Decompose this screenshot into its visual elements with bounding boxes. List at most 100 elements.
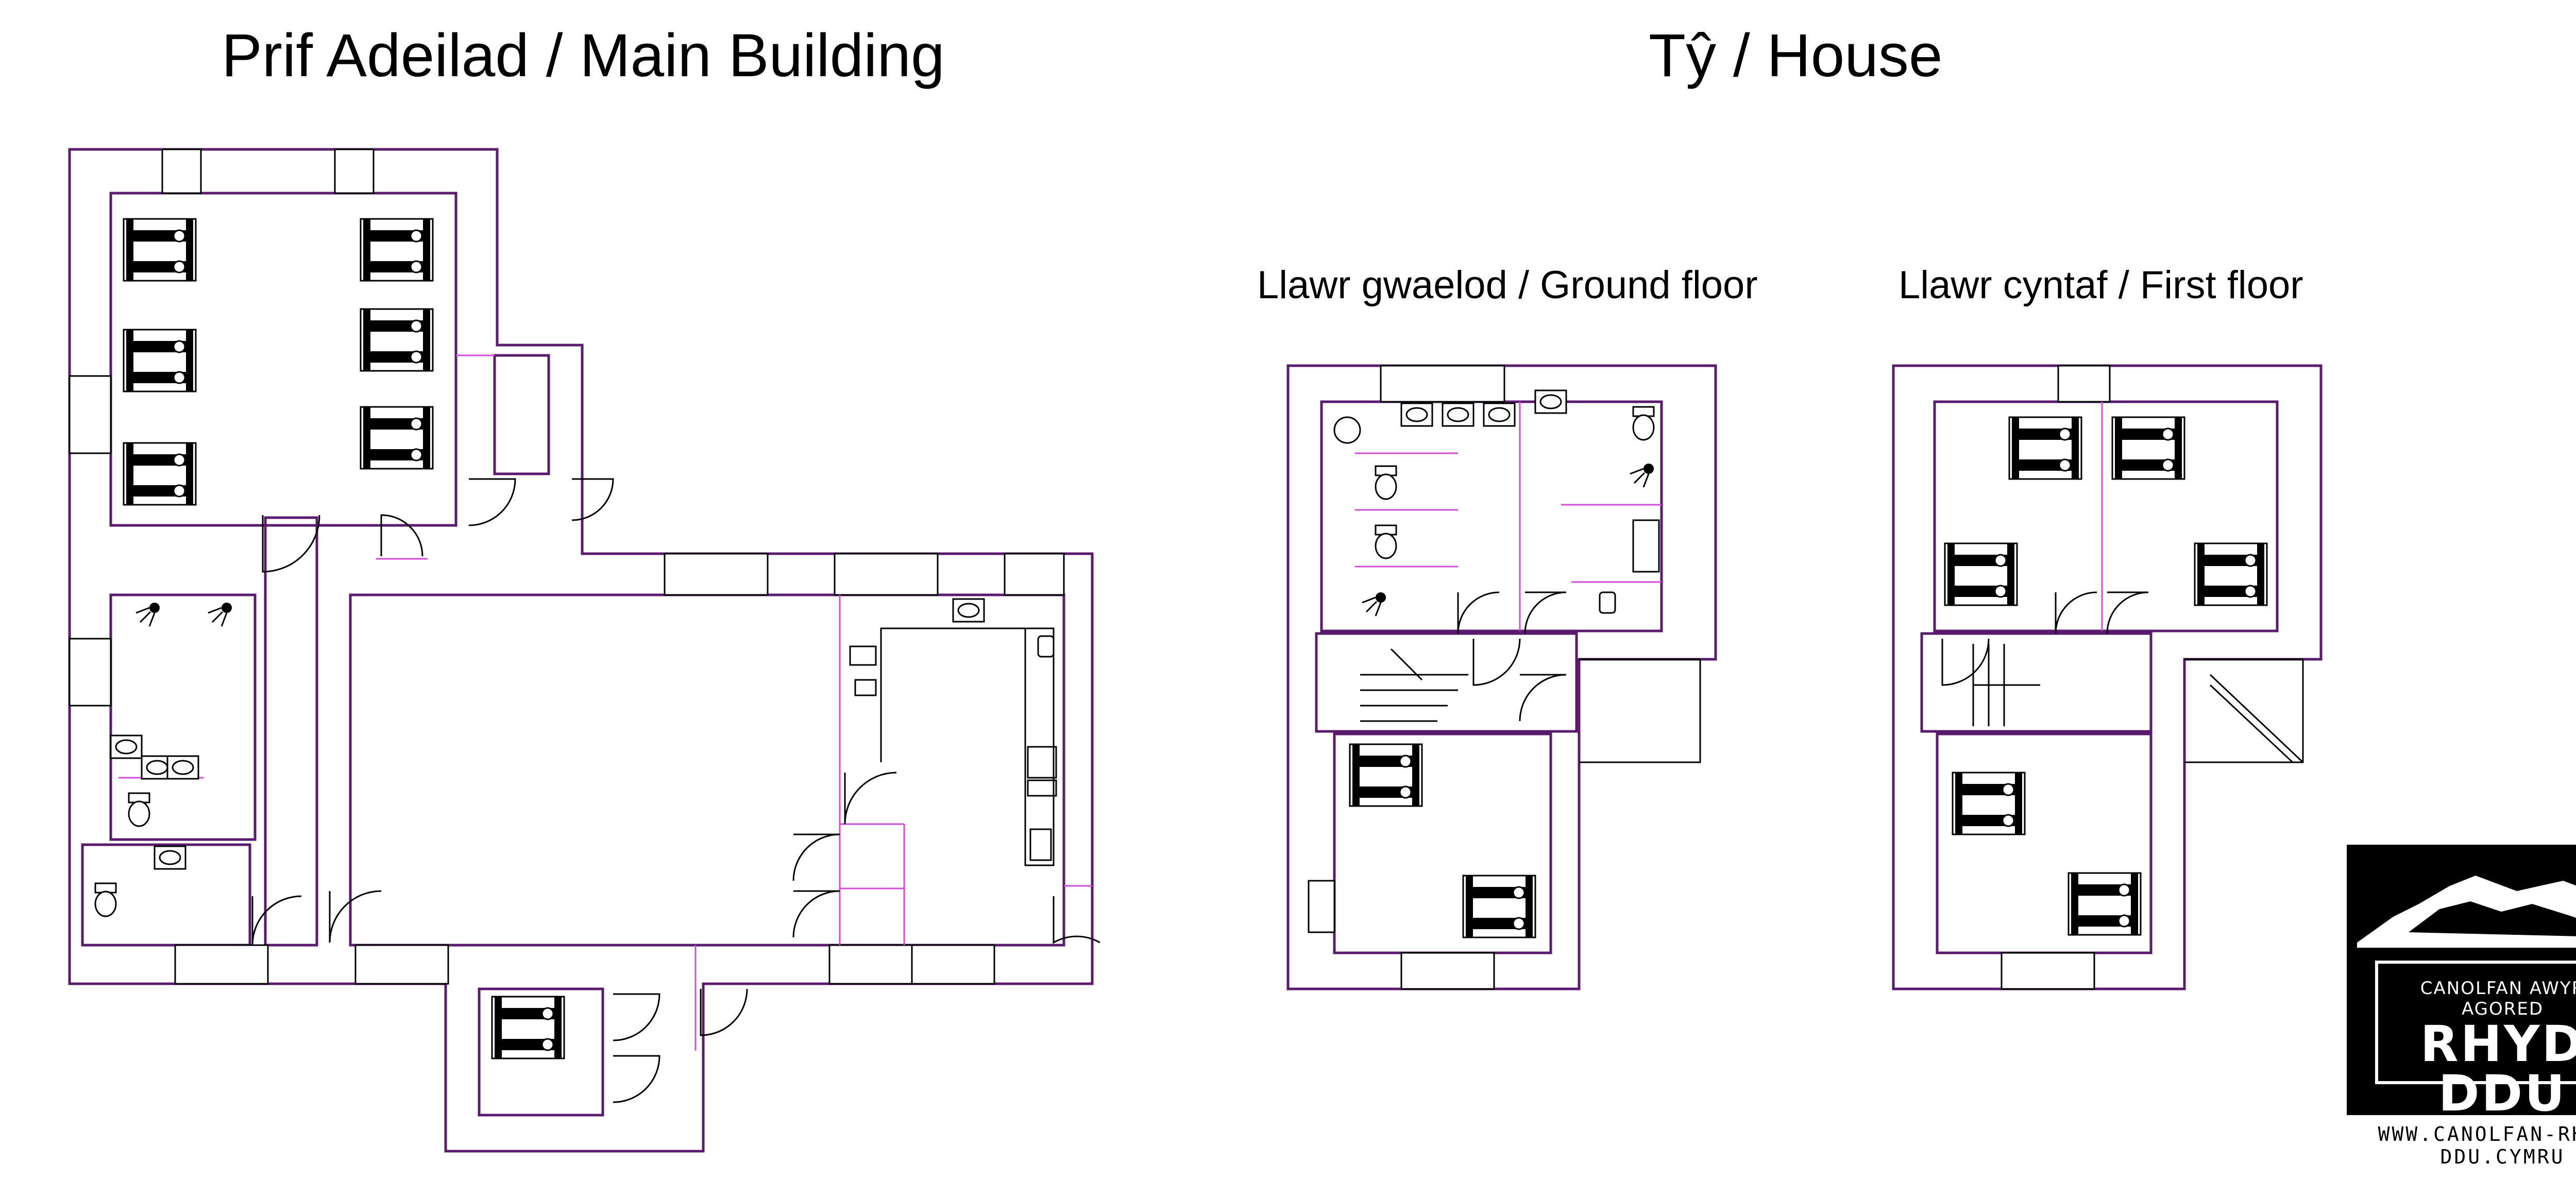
first-inner-wall [1933, 400, 2279, 632]
annex-inner-wall [478, 987, 604, 1117]
bunk-bed-icon [2194, 542, 2268, 606]
first-roof-outline [2184, 658, 2304, 763]
window [1380, 365, 1505, 403]
door-swing-icon [2055, 591, 2097, 634]
mountain-icon [2357, 876, 2576, 948]
logo-line-2: RHYD DDU [2420, 1015, 2576, 1122]
sink-icon [1632, 519, 1660, 573]
sink-icon [1483, 402, 1516, 427]
staircase-icon [1360, 648, 1468, 722]
sink-icon [110, 734, 143, 759]
window [834, 553, 939, 596]
sink-icon [1534, 389, 1567, 414]
logo-line-3: OUTDOOR CENTRE [2413, 1118, 2576, 1138]
bunk-bed-icon [1462, 875, 1536, 938]
ground-inner-wall [1320, 400, 1663, 632]
door-swing-icon [251, 895, 302, 946]
website-url[interactable]: WWW.CANOLFAN-RHYD-DDU.CYMRU [2378, 1123, 2576, 1168]
rhyd-ddu-logo: CANOLFAN AWYR AGORED RHYD DDU OUTDOOR CE… [2347, 845, 2576, 1138]
hob-icon [1027, 779, 1057, 797]
door-swing-icon [468, 478, 516, 526]
door-swing-icon [844, 772, 897, 825]
skylight [2209, 684, 2294, 763]
bunk-bed-icon [360, 308, 434, 372]
sink-icon [154, 845, 187, 870]
door-swing-icon [792, 890, 840, 938]
corridor-wall [264, 516, 318, 947]
hall-inner-wall [349, 593, 1065, 947]
bunk-bed-icon [360, 406, 434, 470]
first-bedroom-wall [1936, 732, 2153, 954]
stairwell-wall [493, 354, 550, 475]
main-building-title: Prif Adeilad / Main Building [222, 22, 945, 90]
window [1308, 880, 1335, 933]
logo-text-box: CANOLFAN AWYR AGORED RHYD DDU OUTDOOR CE… [2375, 961, 2576, 1138]
ground-floor-title: Llawr gwaelod / Ground floor [1257, 263, 1758, 307]
window [334, 148, 375, 194]
bunk-bed-icon [1349, 743, 1423, 807]
door-swing-icon [613, 993, 660, 1041]
bunk-bed-icon [1944, 542, 2018, 606]
bunk-bed-icon [2111, 416, 2185, 480]
window [1400, 952, 1495, 990]
kettle-icon [1599, 591, 1616, 614]
ground-bedroom-wall [1333, 732, 1552, 954]
door-swing-icon [329, 890, 382, 943]
sink-icon [166, 755, 199, 780]
bunk-bed-icon [1952, 772, 2026, 835]
door-swing-icon [571, 478, 614, 521]
bunk-bed-icon [2067, 872, 2142, 936]
shower-icon [1629, 463, 1655, 488]
door-swing-icon [262, 515, 320, 573]
door-swing-icon [1472, 638, 1521, 686]
microwave-icon [849, 645, 877, 666]
ground-stair-wall [1315, 632, 1578, 733]
main-outer-wall [68, 148, 1094, 1153]
bunk-bed-icon [123, 218, 197, 282]
shower-icon [135, 602, 161, 627]
window [174, 944, 269, 985]
toilet-icon [1632, 406, 1655, 441]
first-landing-wall [1920, 632, 2153, 733]
ground-porch [1579, 658, 1701, 763]
sink-icon [1442, 402, 1475, 427]
fridge-icon [1029, 828, 1052, 861]
door-swing-icon [613, 1055, 660, 1103]
toaster-icon [854, 679, 877, 696]
bunk-bed-icon [2008, 416, 2082, 480]
toilet-icon [94, 882, 117, 917]
bunk-bed-icon [491, 996, 565, 1059]
staircase-icon [1972, 644, 2040, 726]
house-title: Tŷ / House [1649, 22, 1943, 90]
toilet-icon [1375, 465, 1397, 500]
kettle-icon [1037, 635, 1055, 658]
sink-icon [1400, 402, 1433, 427]
logo-line-1: CANOLFAN AWYR AGORED [2420, 978, 2576, 1019]
bunk-bed-icon [360, 218, 434, 282]
shower-icon [1361, 591, 1387, 617]
window [664, 553, 769, 596]
bunk-bed-icon [123, 442, 197, 506]
door-swing-icon [792, 833, 840, 881]
skylight [2209, 674, 2304, 763]
door-swing-icon [1053, 896, 1100, 944]
kitchen-counter [880, 627, 1026, 865]
first-floor-title: Llawr cyntaf / First floor [1899, 263, 2303, 307]
basin-icon [1333, 416, 1361, 444]
window [2001, 952, 2095, 990]
door-swing-icon [1524, 591, 1567, 634]
door-swing-icon [1519, 674, 1567, 722]
main-building-plan [68, 148, 1100, 1153]
sink-icon [952, 598, 985, 623]
window [1004, 553, 1065, 596]
toilet-icon [1375, 524, 1397, 559]
house-ground-floor-plan [1286, 364, 1717, 990]
window [828, 944, 913, 985]
house-first-floor-plan [1892, 364, 2323, 990]
window [69, 375, 112, 454]
door-swing-icon [1941, 638, 1990, 686]
door-swing-icon [1457, 591, 1500, 634]
toilet-icon [128, 792, 150, 827]
shower-icon [207, 602, 233, 627]
